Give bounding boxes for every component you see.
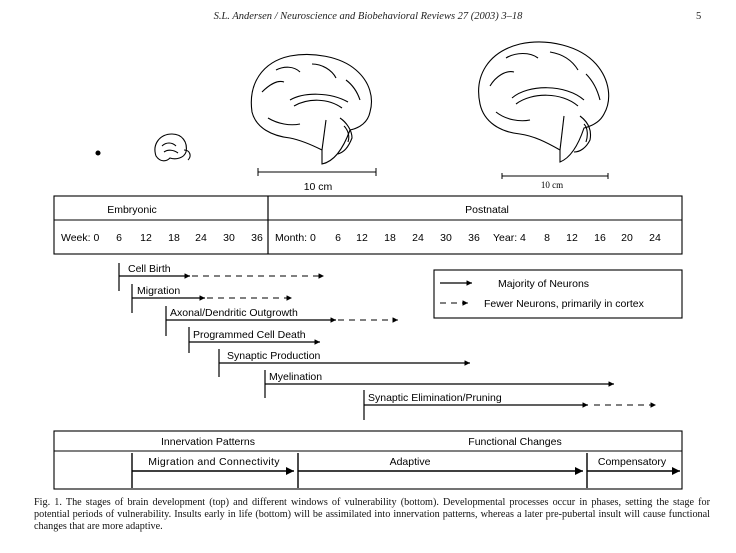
- week-tick: 36: [251, 232, 263, 244]
- week-tick: 24: [195, 232, 207, 244]
- page-number: 5: [696, 11, 702, 22]
- month-tick: 30: [440, 232, 452, 244]
- year-tick: 24: [649, 232, 661, 244]
- running-title: S.L. Andersen / Neuroscience and Biobeha…: [213, 11, 523, 22]
- month-tick: 36: [468, 232, 480, 244]
- process-label-axonal-outgrowth: Axonal/Dendritic Outgrowth: [170, 307, 298, 319]
- developmental-processes: [118, 263, 656, 420]
- process-label-cell-birth: Cell Birth: [128, 263, 171, 275]
- embryo-brain-tiny: [95, 150, 101, 156]
- embryonic-heading: Embryonic: [107, 204, 157, 216]
- process-label-synaptic-production: Synaptic Production: [227, 350, 321, 362]
- process-label-myelination: Myelination: [269, 371, 322, 383]
- week-tick: 30: [223, 232, 235, 244]
- year-tick: 20: [621, 232, 633, 244]
- week-tick: 12: [140, 232, 152, 244]
- legend: Majority of Neurons Fewer Neurons, prima…: [433, 269, 683, 319]
- adaptive-label: Adaptive: [390, 456, 431, 468]
- month-tick: 18: [384, 232, 396, 244]
- figure-caption: Fig. 1. The stages of brain development …: [34, 497, 710, 533]
- month-tick: 12: [356, 232, 368, 244]
- process-label-pruning: Synaptic Elimination/Pruning: [368, 392, 502, 404]
- vulnerability-window-table: [53, 430, 683, 490]
- adult-brain-right: [478, 41, 610, 163]
- scale-label-left: 10 cm: [304, 181, 333, 193]
- month-axis-label: Month: 0: [275, 232, 316, 244]
- year-tick: 12: [566, 232, 578, 244]
- brain-illustrations: [95, 41, 610, 179]
- legend-label-majority: Majority of Neurons: [498, 278, 589, 290]
- age-timeline-table: Embryonic Postnatal Week: 0 6 12 18 24 3…: [53, 195, 683, 255]
- year-axis-label: Year: 4: [493, 232, 526, 244]
- process-label-migration: Migration: [137, 285, 180, 297]
- compensatory-label: Compensatory: [598, 456, 667, 468]
- migration-connectivity-label: Migration and Connectivity: [148, 456, 280, 468]
- legend-label-fewer: Fewer Neurons, primarily in cortex: [484, 298, 645, 310]
- adult-brain-left: [250, 53, 373, 165]
- year-tick: 8: [544, 232, 550, 244]
- fetal-brain-small: [154, 133, 191, 162]
- week-tick: 6: [116, 232, 122, 244]
- process-label-programmed-death: Programmed Cell Death: [193, 329, 306, 341]
- postnatal-heading: Postnatal: [465, 204, 509, 216]
- month-tick: 24: [412, 232, 424, 244]
- month-tick: 6: [335, 232, 341, 244]
- innervation-patterns-heading: Innervation Patterns: [161, 436, 255, 448]
- functional-changes-heading: Functional Changes: [468, 436, 561, 448]
- scale-label-right: 10 cm: [541, 180, 563, 190]
- year-tick: 16: [594, 232, 606, 244]
- running-header: S.L. Andersen / Neuroscience and Biobeha…: [0, 11, 736, 27]
- week-tick: 18: [168, 232, 180, 244]
- week-axis-label: Week: 0: [61, 232, 99, 244]
